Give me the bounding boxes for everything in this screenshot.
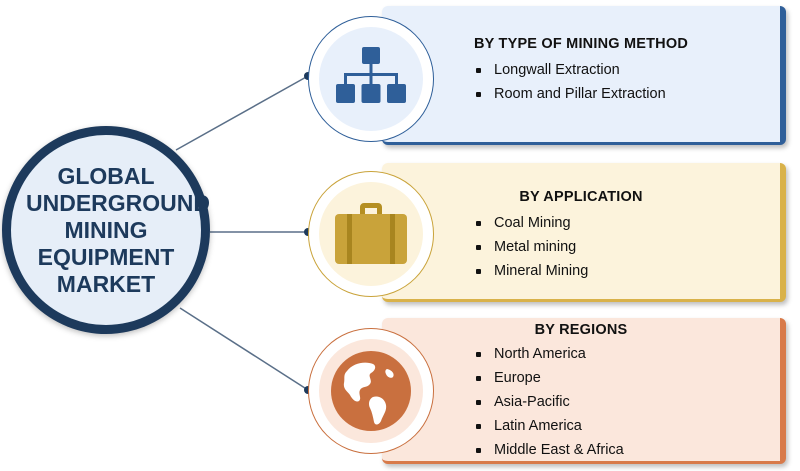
list-item: Mineral Mining: [476, 259, 780, 283]
segment-title: BY REGIONS: [534, 322, 628, 338]
list-item: Asia-Pacific: [476, 390, 780, 414]
segment-list: North America Europe Asia-Pacific Latin …: [382, 342, 780, 462]
list-item: Coal Mining: [476, 211, 780, 235]
connector-line-method: [175, 75, 309, 151]
list-item: Middle East & Africa: [476, 438, 780, 462]
hub-title-line: EQUIPMENT: [37, 243, 175, 270]
icon-disc: [319, 27, 423, 131]
segment-list: Longwall Extraction Room and Pillar Extr…: [382, 58, 780, 106]
globe-icon: [331, 351, 411, 431]
icon-disc: [319, 182, 423, 286]
segment-list: Coal Mining Metal mining Mineral Mining: [382, 211, 780, 283]
segment-panel-regions: BY REGIONS North America Europe Asia-Pac…: [382, 318, 786, 464]
hub-title-line: MARKET: [56, 270, 156, 297]
list-item: Latin America: [476, 414, 780, 438]
briefcase-icon: [335, 203, 407, 264]
market-hub-circle: GLOBAL UNDERGROUND MINING EQUIPMENT MARK…: [2, 126, 210, 334]
segment-panel-application: BY APPLICATION Coal Mining Metal mining …: [382, 163, 786, 302]
hub-title-line: GLOBAL: [57, 162, 155, 189]
segment-panel-mining-method: BY TYPE OF MINING METHOD Longwall Extrac…: [382, 6, 786, 145]
list-item: North America: [476, 342, 780, 366]
list-item: Longwall Extraction: [476, 58, 780, 82]
list-item: Europe: [476, 366, 780, 390]
hierarchy-icon: [336, 47, 406, 103]
connector-line-regions: [179, 307, 309, 391]
list-item: Room and Pillar Extraction: [476, 82, 780, 106]
hub-title-line: MINING: [64, 216, 148, 243]
segment-title: BY TYPE OF MINING METHOD: [474, 36, 688, 52]
icon-ring-application: [308, 171, 434, 297]
icon-disc: [319, 339, 423, 443]
list-item: Metal mining: [476, 235, 780, 259]
icon-ring-regions: [308, 328, 434, 454]
hub-title: GLOBAL UNDERGROUND MINING EQUIPMENT MARK…: [26, 162, 210, 298]
icon-ring-mining-method: [308, 16, 434, 142]
segment-title: BY APPLICATION: [519, 189, 643, 205]
hub-title-line: UNDERGROUND: [26, 189, 210, 216]
